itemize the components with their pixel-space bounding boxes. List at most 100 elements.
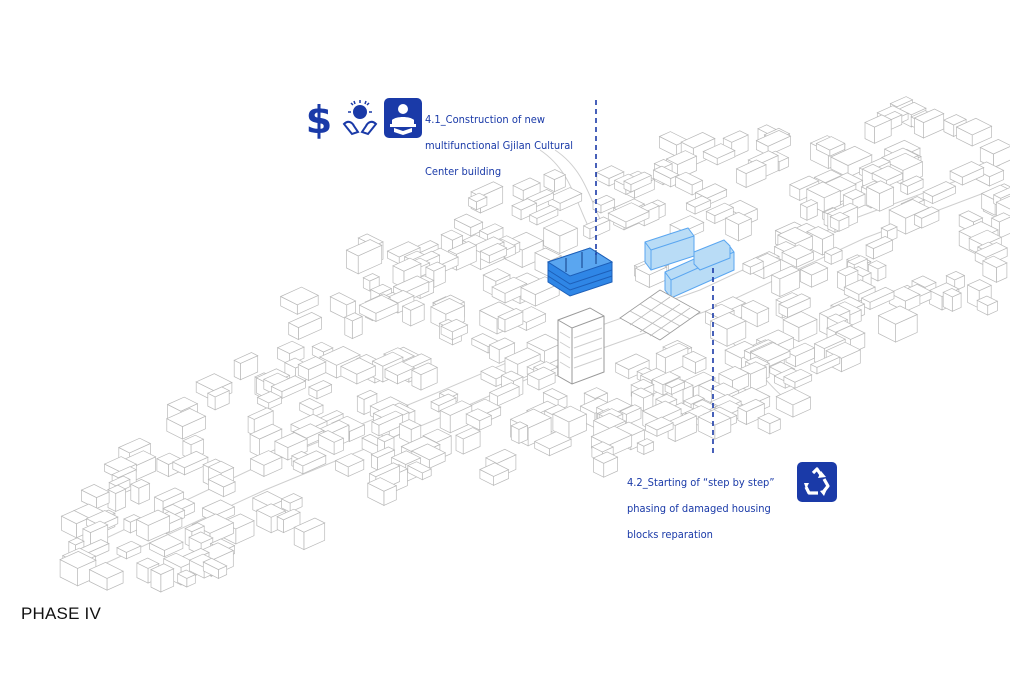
building-block: [781, 244, 815, 260]
building-block: [287, 312, 323, 328]
building-block: [488, 382, 520, 397]
building-block: [482, 268, 511, 282]
building-block: [992, 187, 1010, 199]
building-block: [206, 386, 231, 398]
building-block: [982, 255, 1008, 268]
building-block: [877, 305, 919, 325]
building-block: [317, 430, 345, 443]
building-block: [718, 366, 750, 381]
building-block: [805, 181, 842, 199]
building-block: [928, 282, 960, 297]
building-block: [641, 400, 682, 420]
building-block: [592, 194, 616, 206]
annotation-4-1-line2: multifunctional Gjilan Cultural: [425, 139, 574, 152]
building-block: [636, 438, 655, 447]
building-block: [439, 400, 473, 416]
building-block: [398, 419, 422, 430]
building-block: [592, 451, 619, 464]
building-block: [329, 292, 357, 306]
building-block: [846, 255, 869, 266]
building-block: [384, 361, 416, 376]
building-block: [340, 357, 377, 375]
building-block: [782, 311, 818, 328]
building-block: [311, 341, 334, 353]
building-block: [871, 165, 904, 181]
building-block: [913, 206, 940, 219]
building-block: [308, 380, 333, 392]
building-block: [319, 346, 361, 366]
building-block: [724, 211, 753, 225]
building-block: [697, 409, 732, 426]
building-block: [799, 199, 819, 208]
building-block: [591, 441, 615, 453]
building-block: [949, 161, 985, 178]
building-block: [176, 569, 197, 579]
building-block: [376, 433, 395, 443]
building-block: [103, 456, 138, 472]
building-block: [371, 410, 404, 426]
building-block: [188, 531, 214, 544]
building-block: [534, 247, 563, 261]
building-block: [607, 202, 650, 223]
building-block: [67, 537, 85, 546]
building-block: [968, 229, 1003, 246]
building-block: [410, 443, 447, 461]
building-block: [270, 375, 307, 392]
building-block: [276, 340, 305, 354]
building-block: [207, 460, 235, 474]
building-block: [334, 453, 365, 468]
building-block: [386, 241, 421, 258]
building-block: [467, 192, 488, 203]
hands-sun-icon: [340, 98, 380, 138]
housing-blocks-highlight: [644, 227, 735, 299]
building-block: [392, 257, 422, 272]
building-block: [809, 353, 841, 368]
building-block: [665, 150, 698, 165]
building-block: [630, 378, 655, 391]
building-block: [889, 96, 914, 108]
building-block: [345, 239, 383, 257]
building-block: [150, 563, 175, 575]
building-block: [497, 308, 524, 321]
building-block: [184, 522, 206, 533]
building-block: [356, 389, 378, 400]
building-block: [80, 484, 110, 498]
building-block: [406, 461, 433, 474]
building-block: [165, 408, 207, 427]
building-block: [280, 493, 303, 504]
building-block: [479, 243, 508, 256]
phase-label: PHASE IV: [21, 604, 102, 623]
building-block: [292, 450, 327, 467]
building-block: [202, 557, 228, 570]
building-block: [148, 534, 184, 551]
building-block: [974, 242, 1009, 258]
building-block: [195, 373, 233, 391]
building-block: [888, 286, 921, 302]
building-block: [201, 499, 236, 516]
building-block: [740, 300, 770, 314]
building-block: [547, 187, 583, 204]
building-block: [526, 366, 556, 381]
building-block: [655, 342, 689, 359]
building-block: [430, 393, 457, 406]
building-block: [182, 434, 205, 446]
building-block: [88, 562, 124, 579]
annotation-4-2-line3: blocks reparation: [627, 528, 713, 541]
building-block: [619, 404, 642, 415]
building-block: [880, 223, 898, 232]
building-block: [440, 229, 464, 241]
annotation-4-1-line1: 4.1_Construction of new: [425, 113, 545, 126]
building-block: [922, 181, 957, 197]
building-block: [358, 294, 399, 314]
building-block: [644, 416, 674, 431]
building-block: [533, 431, 572, 450]
building-block: [247, 407, 275, 420]
pyramid-roof-building: [619, 289, 701, 341]
building-block: [942, 288, 962, 298]
building-block: [343, 312, 364, 322]
building-block: [976, 295, 999, 306]
building-block: [806, 226, 835, 240]
building-block: [82, 520, 109, 533]
building-block: [371, 351, 404, 367]
building-block: [386, 290, 415, 304]
